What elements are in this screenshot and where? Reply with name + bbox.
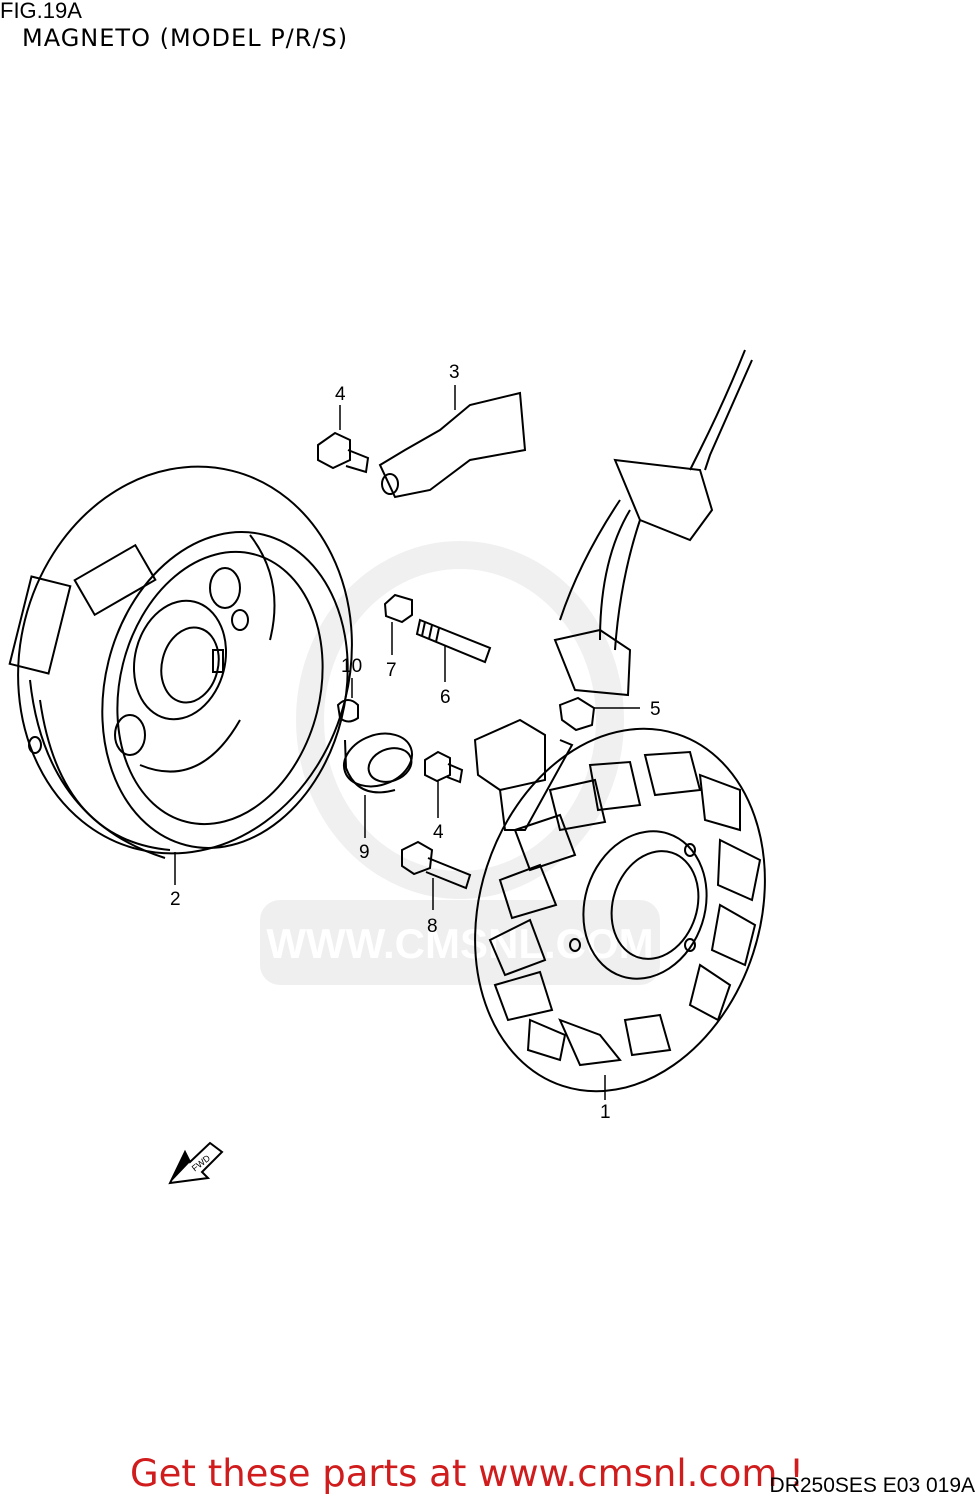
callout-key: 10 [341,656,362,677]
promo-link[interactable]: Get these parts at www.cmsnl.com ! [130,1452,805,1495]
stud-part [415,618,492,664]
callout-nut: 7 [386,660,397,681]
grommet-part [558,696,596,732]
callout-bolt-top: 4 [335,384,346,405]
figure-number: FIG.19A [0,0,82,23]
callout-washer: 9 [359,842,370,863]
watermark-text: WWW.CMSNL.COM [266,920,653,967]
callout-clamp: 3 [449,362,460,383]
callout-stud: 6 [440,687,451,708]
callout-labels: 1 2 3 4 5 6 7 4 8 9 10 [170,362,661,1123]
forward-arrow-icon: FWD [168,1141,224,1185]
clamp-part [378,391,527,499]
rotor-flywheel-part [8,465,353,859]
bolt-rotor-part [401,840,472,890]
leader-lines [174,385,640,1100]
drawing-code: DR250SES E03 019A [769,1474,975,1497]
key-part [336,699,359,723]
bolt-top-part [317,431,370,474]
callout-bolt-bottom: 4 [433,822,444,843]
stator-part [473,349,766,1093]
callout-stator: 1 [600,1102,611,1123]
nut-part [383,593,413,624]
callout-rotor: 2 [170,889,181,910]
callout-bolt-rotor: 8 [427,916,438,937]
figure-title: MAGNETO (MODEL P/R/S) [22,24,349,52]
callout-grommet: 5 [650,699,661,720]
bolt-bottom-part [424,750,464,784]
washer-part [343,732,413,794]
